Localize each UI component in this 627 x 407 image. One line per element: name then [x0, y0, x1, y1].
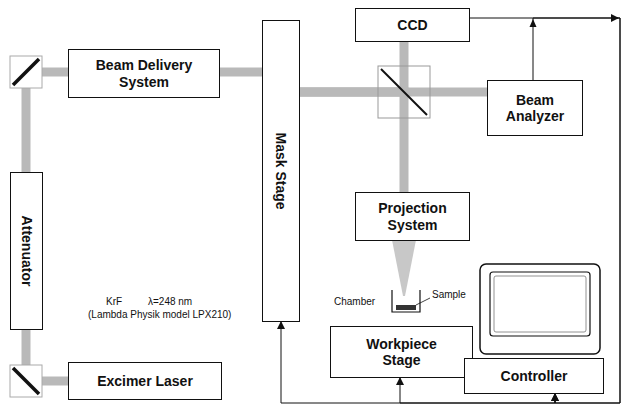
laser-model: (Lambda Physik model LPX210)	[88, 309, 231, 320]
leader-line	[416, 298, 430, 305]
camera-box: CCD	[355, 8, 470, 42]
process-box: Beam Delivery System	[68, 49, 220, 98]
node-label: Projection System	[368, 200, 458, 232]
node-label: Excimer Laser	[97, 373, 193, 389]
stage-box: Mask Stage	[262, 20, 300, 322]
process-box: Projection System	[355, 192, 470, 241]
sample-piece	[396, 305, 416, 310]
beam-splitter-cube	[378, 66, 430, 118]
beam-splitter	[381, 69, 427, 115]
node-label: Mask Stage	[273, 132, 289, 209]
node-label: Workpiece Stage	[352, 336, 452, 368]
laser-type: KrF	[106, 296, 122, 307]
stage-box: Workpiece Stage	[330, 326, 473, 378]
node-label: Beam Analyzer	[495, 92, 575, 124]
process-box: Beam Analyzer	[487, 80, 583, 136]
laser-beam	[300, 42, 404, 92]
signal-line	[470, 18, 620, 403]
focused-beam	[392, 240, 416, 296]
node-label: Controller	[501, 368, 568, 384]
monitor-screen-inner	[494, 276, 586, 332]
attenuator-box: Attenuator	[10, 172, 43, 330]
laser-box: Excimer Laser	[68, 362, 222, 400]
mirror-housing	[10, 56, 42, 88]
signal-line	[533, 18, 620, 403]
part-label: Sample	[432, 289, 466, 300]
part-label: Chamber	[334, 296, 375, 307]
chamber-outline	[392, 290, 420, 312]
mirror	[13, 368, 39, 394]
controller-box: Controller	[464, 358, 604, 394]
node-label: Attenuator	[18, 216, 34, 287]
mirror	[13, 59, 39, 85]
laser-beam	[220, 68, 262, 77]
monitor-housing	[480, 264, 600, 354]
laser-beam	[300, 92, 404, 192]
node-label: CCD	[397, 17, 427, 33]
monitor-screen	[490, 272, 590, 336]
wavelength: λ=248 nm	[148, 296, 192, 307]
mirror-housing	[10, 365, 42, 397]
node-label: Beam Delivery System	[89, 57, 199, 89]
